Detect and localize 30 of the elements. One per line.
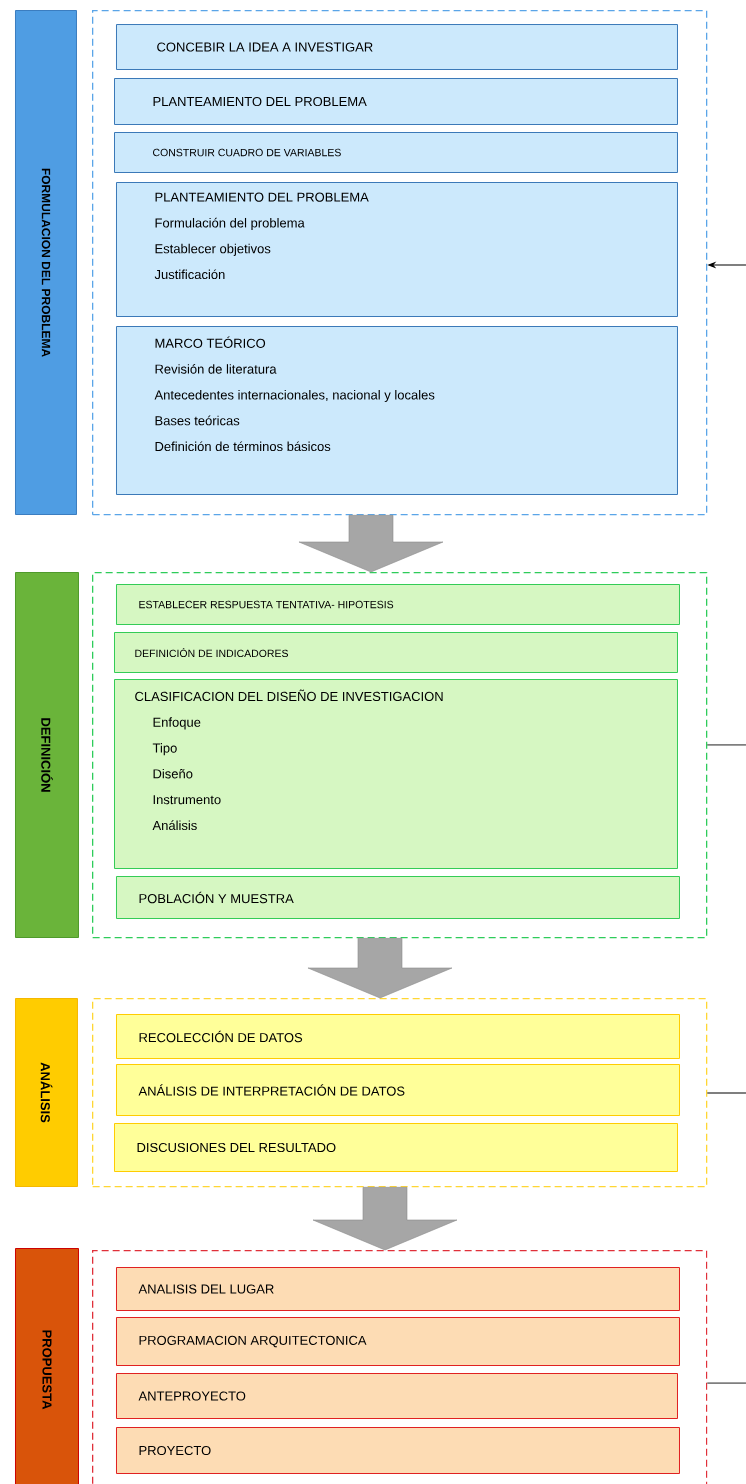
dashed-frame — [92, 1250, 708, 1484]
dashed-frame — [92, 998, 708, 1188]
dashed-frame — [92, 10, 708, 516]
step-box: ANTEPROYECTO — [116, 1373, 678, 1419]
block-arrow — [312, 1187, 458, 1251]
dashed-frame — [92, 572, 708, 939]
step-box: CLASIFICACION DEL DISEÑO DE INVESTIGACION Enfoque Tipo Diseño Instrumento Análisis — [114, 679, 678, 869]
step-box: MARCO TEÓRICO Revisión de literatura Antecedentes internacionales, nacional y locales Bases teóricas Definición de términos básicos — [116, 326, 678, 495]
step-box: PROYECTO — [116, 1427, 680, 1474]
step-box: CONSTRUIR CUADRO DE VARIABLES — [114, 132, 678, 173]
connector-line — [706, 744, 746, 746]
connector-line — [706, 1092, 746, 1094]
step-box: ESTABLECER RESPUESTA TENTATIVA- HIPOTESIS — [116, 584, 680, 625]
step-box: PLANTEAMIENTO DEL PROBLEMA — [114, 78, 678, 125]
connector-line — [706, 1382, 746, 1384]
section-band: FORMULACION DEL PROBLEMA — [15, 10, 77, 515]
step-box: ANALISIS DEL LUGAR — [116, 1267, 680, 1311]
step-box: PLANTEAMIENTO DEL PROBLEMA Formulación del problema Establecer objetivos Justificación — [116, 182, 678, 317]
step-box: POBLACIÓN Y MUESTRA — [116, 876, 680, 919]
step-box: ANÁLISIS DE INTERPRETACIÓN DE DATOS — [116, 1064, 680, 1116]
block-arrow — [298, 515, 444, 573]
section-band: DEFINICIÓN — [15, 572, 79, 938]
section-band: ANÁLISIS — [15, 998, 78, 1187]
step-box: DEFINICIÓN DE INDICADORES — [114, 632, 678, 673]
step-box: RECOLECCIÓN DE DATOS — [116, 1014, 680, 1059]
block-arrow — [307, 938, 453, 999]
step-box: PROGRAMACION ARQUITECTONICA — [116, 1317, 680, 1366]
step-box: CONCEBIR LA IDEA A INVESTIGAR — [116, 24, 678, 70]
section-band: PROPUESTA — [15, 1248, 79, 1484]
step-box: DISCUSIONES DEL RESULTADO — [114, 1123, 678, 1172]
